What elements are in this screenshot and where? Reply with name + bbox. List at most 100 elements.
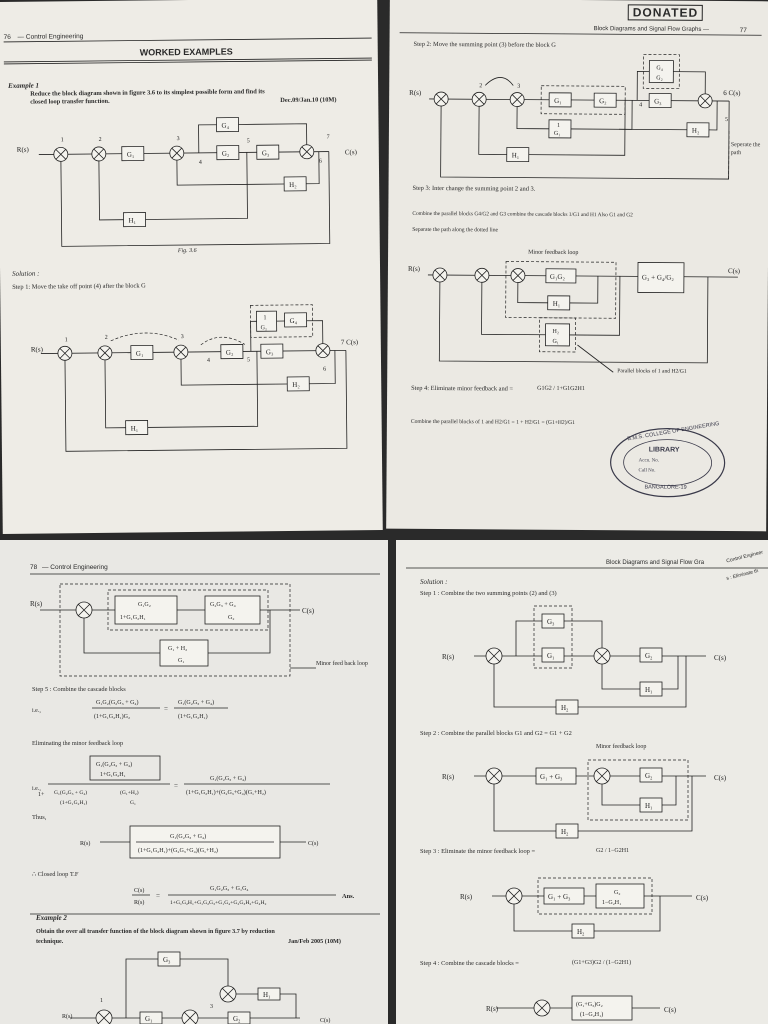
library-stamp-seal: [610, 428, 726, 498]
svg-text:C(s): C(s): [714, 774, 727, 782]
svg-text:4: 4: [199, 160, 202, 166]
svg-text:R(s): R(s): [486, 1005, 499, 1013]
svg-text:G₁(G₂G₃ + G₄): G₁(G₂G₃ + G₄): [210, 775, 246, 782]
svg-text:H₁: H₁: [263, 991, 271, 999]
svg-text:R(s): R(s): [30, 600, 43, 608]
ie-label-2: i.e.,: [32, 786, 41, 792]
svg-text:1: 1: [264, 315, 267, 321]
svg-text:3: 3: [210, 1004, 213, 1010]
svg-text:(1+G₁G₂H₁): (1+G₁G₂H₁): [178, 713, 208, 720]
svg-text:G₁G₂G₃ + G₁G₄: G₁G₂G₃ + G₁G₄: [210, 886, 249, 892]
svg-text:3: 3: [517, 84, 520, 90]
svg-text:=: =: [174, 782, 178, 790]
svg-text:G₁: G₁: [136, 349, 144, 357]
svg-text:G₂: G₂: [233, 1015, 241, 1023]
step5-text: Step 5 : Combine the cascade blocks: [32, 686, 126, 693]
svg-text:G₄: G₄: [290, 317, 298, 325]
svg-text:G₁: G₁: [130, 800, 136, 806]
svg-text:R(s): R(s): [80, 840, 90, 847]
exam-reference: Jan/Feb 2005 (10M): [288, 938, 341, 945]
svg-text:G₁: G₁: [554, 131, 560, 137]
svg-text:=: =: [164, 705, 168, 713]
svg-text:3: 3: [177, 136, 180, 142]
minor-feedback-note: Minor feed back loop: [316, 661, 368, 667]
svg-text:G₃: G₃: [654, 98, 662, 106]
parallel-blocks-note: Parallel blocks of 1 and H2/G1: [617, 368, 687, 375]
step4-text: Step 4 : Combine the cascade blocks =: [420, 960, 519, 967]
svg-text:G₁: G₁: [145, 1015, 153, 1023]
svg-text:G₁G₂: G₁G₂: [550, 273, 566, 281]
svg-text:R(s): R(s): [442, 773, 455, 781]
page-77: DONATED Block Diagrams and Signal Flow G…: [386, 0, 768, 532]
svg-text:6 C(s): 6 C(s): [723, 89, 741, 97]
svg-text:G₂: G₂: [645, 772, 653, 780]
svg-text:G₁: G₁: [547, 652, 555, 660]
svg-text:(G₁+H₂): (G₁+H₂): [120, 789, 139, 796]
step2-block-diagram: G₁ + G₃ G₂ H₁ H₂ R(s)C(s): [442, 759, 727, 839]
svg-text:=: =: [156, 892, 160, 900]
solution-label: Solution :: [420, 578, 448, 586]
stamp-accession: Accn. No.: [638, 458, 660, 464]
svg-text:1: 1: [557, 123, 560, 129]
svg-text:R(s): R(s): [408, 265, 421, 273]
example-label: Example 2: [36, 914, 67, 922]
page-number: 78: [30, 564, 38, 571]
page4-rules: [406, 567, 768, 569]
svg-text:G₂: G₂: [599, 97, 607, 105]
svg-text:G₁G₂: G₁G₂: [138, 602, 151, 608]
svg-text:3: 3: [181, 334, 184, 340]
step4-fraction: G1G2 / 1+G1G2H1: [537, 385, 585, 393]
svg-text:H₁: H₁: [128, 217, 136, 225]
svg-text:(1+G₁G₂H₁): (1+G₁G₂H₁): [60, 799, 87, 806]
page2-rules: [399, 32, 762, 36]
svg-text:1+: 1+: [38, 792, 45, 798]
svg-text:C(s): C(s): [308, 840, 318, 847]
eliminating-text: Eliminating the minor feedback loop: [32, 740, 124, 747]
svg-text:R(s): R(s): [62, 1013, 72, 1020]
svg-text:7 C(s): 7 C(s): [341, 338, 359, 346]
svg-text:5: 5: [725, 117, 728, 123]
svg-text:1: 1: [61, 137, 64, 143]
svg-text:G₃: G₃: [163, 956, 171, 964]
minor-feedback-loop-label: Minor feedback loop: [596, 744, 647, 750]
svg-text:H₂: H₂: [577, 928, 585, 936]
svg-text:G₁G₂(G₂G₃ + G₄): G₁G₂(G₂G₃ + G₄): [96, 699, 139, 706]
library-stamp: B.M.S. COLLEGE OF ENGINEERING LIBRARY Ac…: [608, 421, 726, 499]
figure-3-7-block-diagram: G₁ G₂ G₃ H₁ R(s)C(s) 13: [62, 951, 330, 1024]
svg-text:C(s): C(s): [664, 1006, 677, 1014]
stamp-city: BANGALORE-19: [644, 484, 687, 491]
svg-text:2: 2: [479, 83, 482, 89]
step3-text: Step 3 : Eliminate the minor feedback lo…: [420, 848, 536, 855]
svg-text:1+G₁G₂H₁: 1+G₁G₂H₁: [100, 772, 126, 778]
svg-text:6: 6: [319, 159, 322, 165]
svg-text:1: 1: [65, 337, 68, 343]
svg-text:C(s): C(s): [696, 894, 709, 902]
svg-text:(G₁+G₃)G₂: (G₁+G₃)G₂: [576, 1001, 603, 1008]
svg-text:(1+G₁G₂H₁)+(G₂G₃+G₄)(G₁+H₂): (1+G₁G₂H₁)+(G₂G₃+G₄)(G₁+H₂): [186, 789, 266, 796]
svg-text:G₁ + G₃: G₁ + G₃: [548, 893, 571, 901]
svg-text:G₃: G₃: [547, 618, 555, 626]
svg-text:G₁: G₁: [552, 339, 558, 345]
answer-label: Ans.: [342, 893, 355, 900]
svg-text:G₂G₃ + G₄: G₂G₃ + G₄: [210, 602, 236, 608]
svg-text:5: 5: [247, 138, 250, 144]
svg-text:G₁: G₁: [261, 325, 267, 331]
svg-text:R(s): R(s): [31, 346, 44, 354]
svg-text:G₁(G₂G₃ + G₄): G₁(G₂G₃ + G₄): [170, 833, 206, 840]
svg-text:2: 2: [99, 137, 102, 143]
svg-text:1−G₂H₁: 1−G₂H₁: [602, 900, 621, 906]
svg-text:4: 4: [639, 102, 642, 108]
step1-text: Step 1 : Combine the two summing points …: [420, 590, 557, 597]
step4-block-diagram: (G₁+G₃)G₂(1−G₂H₁) R(s)C(s): [486, 995, 677, 1021]
closed-loop-tf-label: ∴ Closed loop T.F: [32, 871, 79, 878]
svg-text:C(s): C(s): [728, 267, 741, 275]
step3-block-diagram: G₁ + G₃ G₂1−G₂H₁ H₂ R(s)C(s): [460, 877, 709, 939]
thus-text: Thus,: [32, 814, 47, 821]
step4-fraction: (G1+G3)G2 / (1−G2H1): [572, 960, 632, 966]
svg-text:G₁(G₂G₃ + G₄): G₁(G₂G₃ + G₄): [178, 699, 214, 706]
svg-text:G₁: G₁: [554, 97, 562, 105]
